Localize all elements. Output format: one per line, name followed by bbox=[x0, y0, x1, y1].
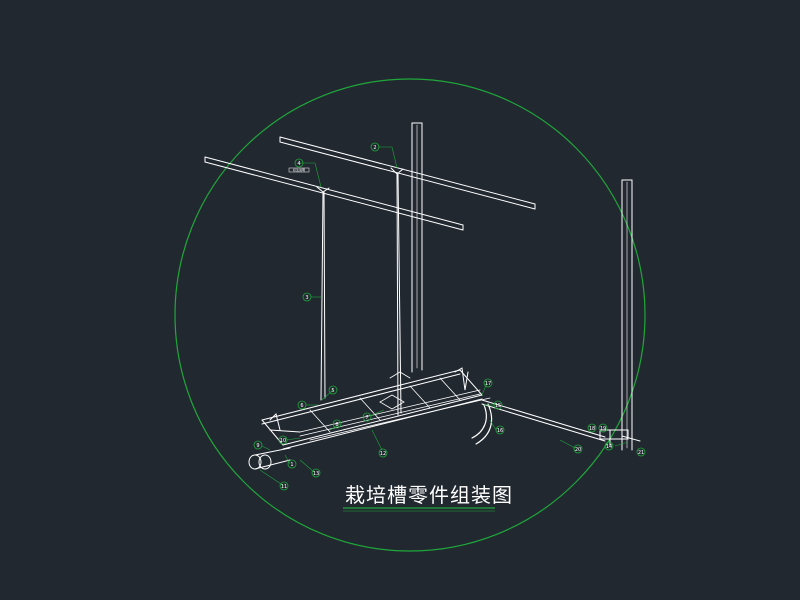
callout-18: 18 bbox=[587, 423, 597, 433]
callout-4: 4 标注说明 bbox=[288, 158, 310, 173]
callout-19: 19 bbox=[598, 423, 608, 433]
overhead-rail-back bbox=[279, 136, 536, 210]
callout-12: 12 bbox=[378, 448, 388, 458]
callout-1: 1 bbox=[287, 459, 297, 469]
callout-8: 8 bbox=[332, 419, 342, 429]
callout-7: 7 bbox=[362, 412, 372, 422]
drain-hose-b bbox=[475, 403, 493, 445]
callout-13: 13 bbox=[311, 468, 321, 478]
trough-end-bracket bbox=[269, 367, 469, 431]
boundary-circle bbox=[174, 78, 646, 552]
pipe-end-caps bbox=[248, 447, 291, 470]
drawing-title: 栽培槽零件组装图 bbox=[345, 483, 513, 507]
side-arm bbox=[481, 399, 641, 446]
callout-10-label: 10 bbox=[280, 438, 286, 444]
callout-bubbles: 2 4 标注说明 3 5 6 7 8 10 bbox=[253, 142, 646, 491]
callout-5: 5 bbox=[328, 385, 338, 395]
callout-5-label: 5 bbox=[331, 388, 334, 394]
callout-21: 21 bbox=[636, 447, 646, 457]
callout-9: 9 bbox=[253, 440, 263, 450]
callout-9-label: 9 bbox=[256, 443, 259, 449]
callout-3-label: 3 bbox=[305, 295, 308, 301]
callout-18-label: 18 bbox=[589, 426, 595, 432]
callout-17: 17 bbox=[483, 378, 493, 388]
callout-2: 2 bbox=[370, 142, 380, 152]
callout-4-label: 4 bbox=[297, 161, 300, 167]
overhead-rail-front bbox=[204, 156, 464, 231]
callout-14: 14 bbox=[604, 441, 614, 451]
callout-10: 10 bbox=[278, 435, 288, 445]
drain-hose bbox=[471, 404, 487, 439]
callout-3: 3 bbox=[302, 292, 312, 302]
callout-12-label: 12 bbox=[380, 451, 386, 457]
callout-4-tag bbox=[288, 167, 310, 173]
callout-1-label: 1 bbox=[290, 462, 293, 468]
callout-13-label: 13 bbox=[313, 471, 319, 477]
callout-20-label: 20 bbox=[575, 447, 581, 453]
callout-7-label: 7 bbox=[365, 415, 368, 421]
callout-6-label: 6 bbox=[300, 403, 303, 409]
vertical-post-right bbox=[621, 179, 633, 451]
callout-4-tag-label: 标注说明 bbox=[293, 167, 305, 172]
callout-16: 16 bbox=[495, 425, 505, 435]
callout-15-label: 15 bbox=[495, 403, 501, 409]
suspension-wire-right-b bbox=[397, 173, 402, 414]
callout-14-label: 14 bbox=[606, 444, 612, 450]
callout-21-label: 21 bbox=[638, 450, 644, 456]
callout-16-label: 16 bbox=[497, 428, 503, 434]
vertical-post-center bbox=[411, 122, 423, 373]
trough-cross-braces bbox=[309, 371, 461, 433]
callout-6: 6 bbox=[297, 400, 307, 410]
frame-structure bbox=[204, 122, 641, 470]
callout-15: 15 bbox=[493, 400, 503, 410]
suspension-wire-right bbox=[396, 173, 399, 416]
callout-11-label: 11 bbox=[281, 484, 287, 490]
callout-20: 20 bbox=[573, 444, 583, 454]
trough-frame bbox=[261, 369, 491, 450]
callout-8-label: 8 bbox=[335, 422, 338, 428]
callout-11: 11 bbox=[279, 481, 289, 491]
suspension-wire-left-b bbox=[323, 191, 326, 399]
callout-19-label: 19 bbox=[600, 426, 606, 432]
callout-leaders bbox=[259, 146, 629, 487]
callout-2-label: 2 bbox=[373, 145, 376, 151]
callout-17-label: 17 bbox=[485, 381, 491, 387]
suspension-wire-left bbox=[320, 191, 324, 401]
